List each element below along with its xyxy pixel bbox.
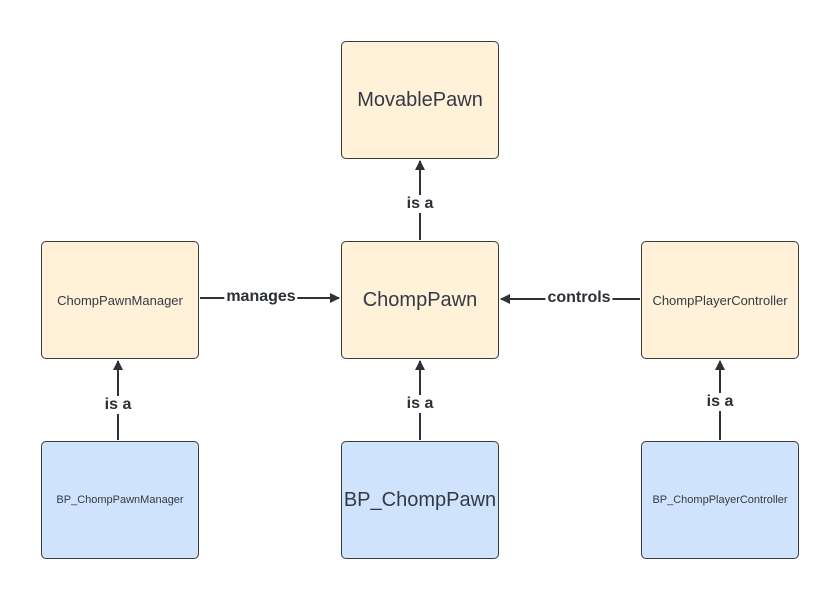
edge-label-chomp-pawn-is-a: is a [404,195,436,213]
node-chomp-player-controller-label: ChompPlayerController [652,292,788,308]
node-movable-pawn-label: MovablePawn [357,88,483,111]
node-chomp-pawn-manager-label: ChompPawnManager [57,292,183,308]
node-bp-chomp-pawn-manager[interactable]: BP_ChompPawnManager [41,441,199,559]
node-bp-chomp-pawn-manager-label: BP_ChompPawnManager [56,494,184,506]
edge-label-bp-manager-is-a: is a [102,396,134,414]
node-chomp-player-controller[interactable]: ChompPlayerController [641,241,799,359]
node-chomp-pawn-manager[interactable]: ChompPawnManager [41,241,199,359]
edge-label-controls: controls [545,289,613,307]
node-movable-pawn[interactable]: MovablePawn [341,41,499,159]
edge-label-bp-controller-is-a: is a [704,393,736,411]
node-bp-chomp-player-controller-label: BP_ChompPlayerController [652,494,788,506]
node-bp-chomp-pawn[interactable]: BP_ChompPawn [341,441,499,559]
node-chomp-pawn-label: ChompPawn [362,288,478,311]
edge-label-manages: manages [224,288,298,306]
node-bp-chomp-player-controller[interactable]: BP_ChompPlayerController [641,441,799,559]
edge-label-bp-pawn-is-a: is a [404,395,436,413]
node-bp-chomp-pawn-label: BP_ChompPawn [343,488,497,511]
node-chomp-pawn[interactable]: ChompPawn [341,241,499,359]
